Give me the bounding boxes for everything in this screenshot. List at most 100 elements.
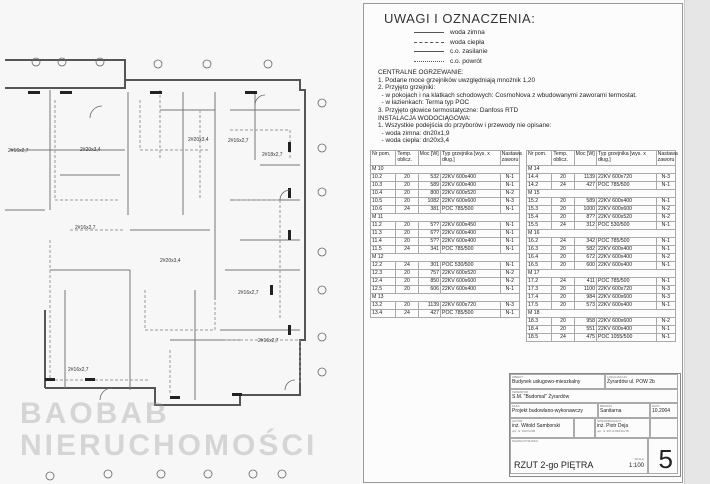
column-header: Moc [W] <box>417 150 442 166</box>
stage: Projekt budowlano-wykonawczy <box>512 408 583 414</box>
floor-plan-drawing <box>5 57 327 481</box>
column-header: Moc [W] <box>573 150 598 166</box>
note-line: - w łazienkach: Terma typ POC <box>378 99 470 107</box>
column-header: Temp. oblicz. <box>551 150 575 166</box>
legend: woda zimna woda ciepła c.o. zasilanie c.… <box>414 28 488 66</box>
column-header: Typ grzejnika [wys. x dług.] <box>596 150 657 166</box>
pipe-label: 2#16x2,7 <box>75 225 96 231</box>
note-line: - woda ciepła: dn20x3,4 <box>378 137 450 145</box>
group-row: M 10 <box>370 165 520 174</box>
radiator-table-left: Nr pom.Temp. oblicz.Moc [W]Typ grzejnika… <box>369 150 522 318</box>
author: inż. Witold Samborski <box>512 423 561 429</box>
legend-item: woda zimna <box>414 28 488 38</box>
group-row: M 16 <box>526 229 676 238</box>
pipe-label: 2#16x2,7 <box>238 290 259 296</box>
signature <box>574 418 595 438</box>
note-line: 1. Wszystkie podejścia do przyborów i pr… <box>378 122 552 130</box>
notes-panel: UWAGI I OZNACZENIA: woda zimna woda ciep… <box>363 3 683 483</box>
column-header: Nastawa zaworu <box>655 150 678 166</box>
notes-text: CENTRALNE OGRZEWANIE:1. Podane moce grze… <box>378 69 637 145</box>
scale: 1:100 <box>628 463 644 469</box>
note-line: CENTRALNE OGRZEWANIE: <box>378 69 464 76</box>
pipe-label: 2#20x3,4 <box>80 147 101 153</box>
group-row: M 15 <box>526 189 676 198</box>
table-header: Nr pom.Temp. oblicz.Moc [W]Typ grzejnika… <box>525 150 678 166</box>
floor-plan: 2#16x2,7 2#20x3,4 2#16x2,7 2#20x3,4 2#18… <box>5 57 327 481</box>
note-line: 1. Podane moce grzejników uwzględniają m… <box>378 76 536 84</box>
column-header: Nr pom. <box>525 150 553 166</box>
location: Żyrardów ul. POW 2b <box>607 379 655 385</box>
pipe-label: 2#20x3,4 <box>188 137 209 143</box>
group-row: M 18 <box>526 309 676 318</box>
column-header: Nr pom. <box>369 150 397 166</box>
group-row: M 11 <box>370 213 520 222</box>
legend-item: woda ciepła <box>414 38 488 48</box>
solid-line-icon <box>414 51 444 53</box>
notes-title: UWAGI I OZNACZENIA: <box>384 11 536 26</box>
solid-line-icon <box>414 32 444 34</box>
legend-item: c.o. powrót <box>414 57 488 67</box>
group-row: M 13 <box>370 293 520 302</box>
object-name: Budynek usługowo-mieszkalny <box>512 379 581 385</box>
pipe-label: 2#16x2,7 <box>228 138 249 144</box>
pipe-label: 2#20x3,4 <box>160 258 181 264</box>
note-line: - w pokojach i na klatkach schodowych: C… <box>378 91 637 99</box>
radiator-table-right: Nr pom.Temp. oblicz.Moc [W]Typ grzejnika… <box>525 150 678 342</box>
page-edge <box>684 0 710 484</box>
pipe-label: 2#16x2,7 <box>68 367 89 373</box>
branch: Sanitarna <box>600 408 622 414</box>
legend-item: c.o. zasilanie <box>414 47 488 57</box>
pipe-label: 2#16x2,7 <box>258 338 279 344</box>
note-line: 3. Przyjęto głowice termostatyczne: Danf… <box>378 106 519 114</box>
signature <box>650 418 678 438</box>
column-header: Typ grzejnika [wys. x dług.] <box>440 150 501 166</box>
pipe-label: 2#16x2,7 <box>8 148 29 154</box>
note-line: - woda zimna: dn20x1,9 <box>378 129 450 137</box>
dashed-line-icon <box>414 41 444 43</box>
note-line: INSTALACJA WODOCIĄGOWA: <box>378 114 471 122</box>
group-row: M 17 <box>526 269 676 278</box>
date: 10.2004 <box>652 408 671 414</box>
pipe-label: 2#18x2,7 <box>262 152 283 158</box>
drawing-title: RZUT 2-go PIĘTRA <box>514 460 594 470</box>
dotted-line-icon <box>414 60 444 62</box>
checker: inż. Piotr Deja <box>597 423 629 429</box>
group-row: M 14 <box>526 165 676 174</box>
group-row: M 12 <box>370 253 520 262</box>
table-header: Nr pom.Temp. oblicz.Moc [W]Typ grzejnika… <box>369 150 522 166</box>
column-header: Nastawa zaworu <box>499 150 522 166</box>
column-header: Temp. oblicz. <box>395 150 419 166</box>
